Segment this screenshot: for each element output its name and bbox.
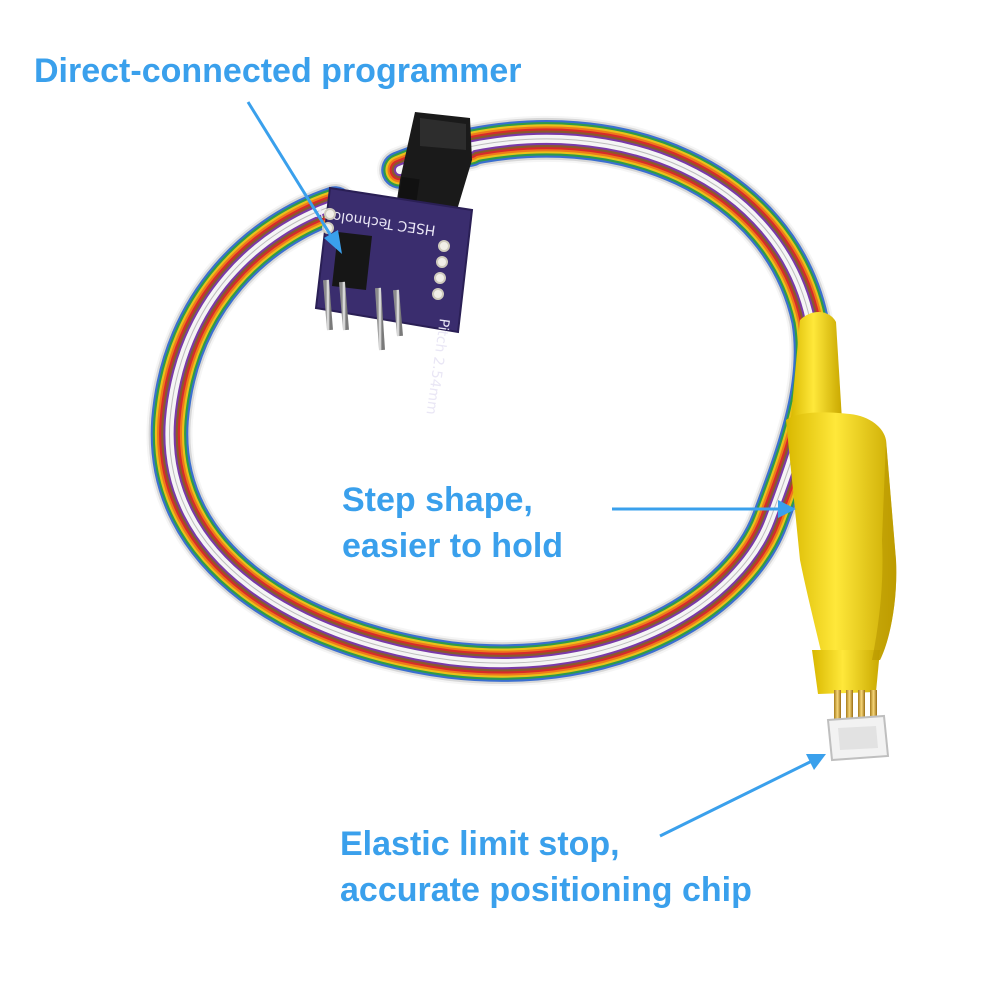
test-clip <box>786 311 897 762</box>
callout-stop-line1: Elastic limit stop, <box>340 825 620 863</box>
arrow-stop-head <box>806 754 826 770</box>
callout-programmer: Direct-connected programmer <box>34 48 521 94</box>
clip-gold-pins <box>834 690 877 722</box>
callout-stop: Elastic limit stop, accurate positioning… <box>340 821 752 913</box>
gold-pin <box>870 690 877 722</box>
header-pin <box>375 287 385 351</box>
pin-header-block <box>332 232 372 290</box>
callout-programmer-line1: Direct-connected programmer <box>34 52 522 90</box>
header-pin <box>339 281 349 331</box>
header-pin <box>323 279 333 331</box>
programmer-connector: HSEC Technology Pitch 2.54mm <box>315 112 474 416</box>
callout-grip-line2: easier to hold <box>342 527 564 565</box>
elastic-stop-face <box>838 726 878 750</box>
callout-grip: Step shape, easier to hold <box>342 477 563 569</box>
pcb-hole <box>432 288 444 300</box>
callout-arrows <box>246 101 826 838</box>
pcb-holes <box>322 208 450 300</box>
pcb-hole <box>438 240 450 252</box>
header-pins <box>323 279 403 351</box>
pcb-hole <box>436 256 448 268</box>
arrow-stop <box>659 758 815 838</box>
gold-pin <box>834 690 841 722</box>
clip-nose <box>812 650 880 694</box>
pcb-hole <box>324 208 336 220</box>
callout-grip-line1: Step shape, <box>342 481 533 519</box>
clip-tail <box>790 311 842 428</box>
pcb-pitch-text: Pitch 2.54mm <box>423 317 452 415</box>
ribbon-edge <box>169 138 814 664</box>
connector-slot <box>398 176 420 204</box>
gold-pin <box>846 690 853 722</box>
arrow-grip-head <box>778 500 796 518</box>
pcb-hole <box>434 272 446 284</box>
arrow-programmer <box>246 101 338 245</box>
rainbow-ribbon-cable <box>146 115 836 687</box>
clip-shadow-edge <box>872 440 897 660</box>
clip-grip-step <box>786 412 897 664</box>
connector-latch <box>420 118 466 150</box>
callout-stop-line2: accurate positioning chip <box>340 871 752 909</box>
gold-pin <box>858 690 865 722</box>
header-pin <box>393 289 403 337</box>
arrow-programmer-head <box>324 230 342 254</box>
